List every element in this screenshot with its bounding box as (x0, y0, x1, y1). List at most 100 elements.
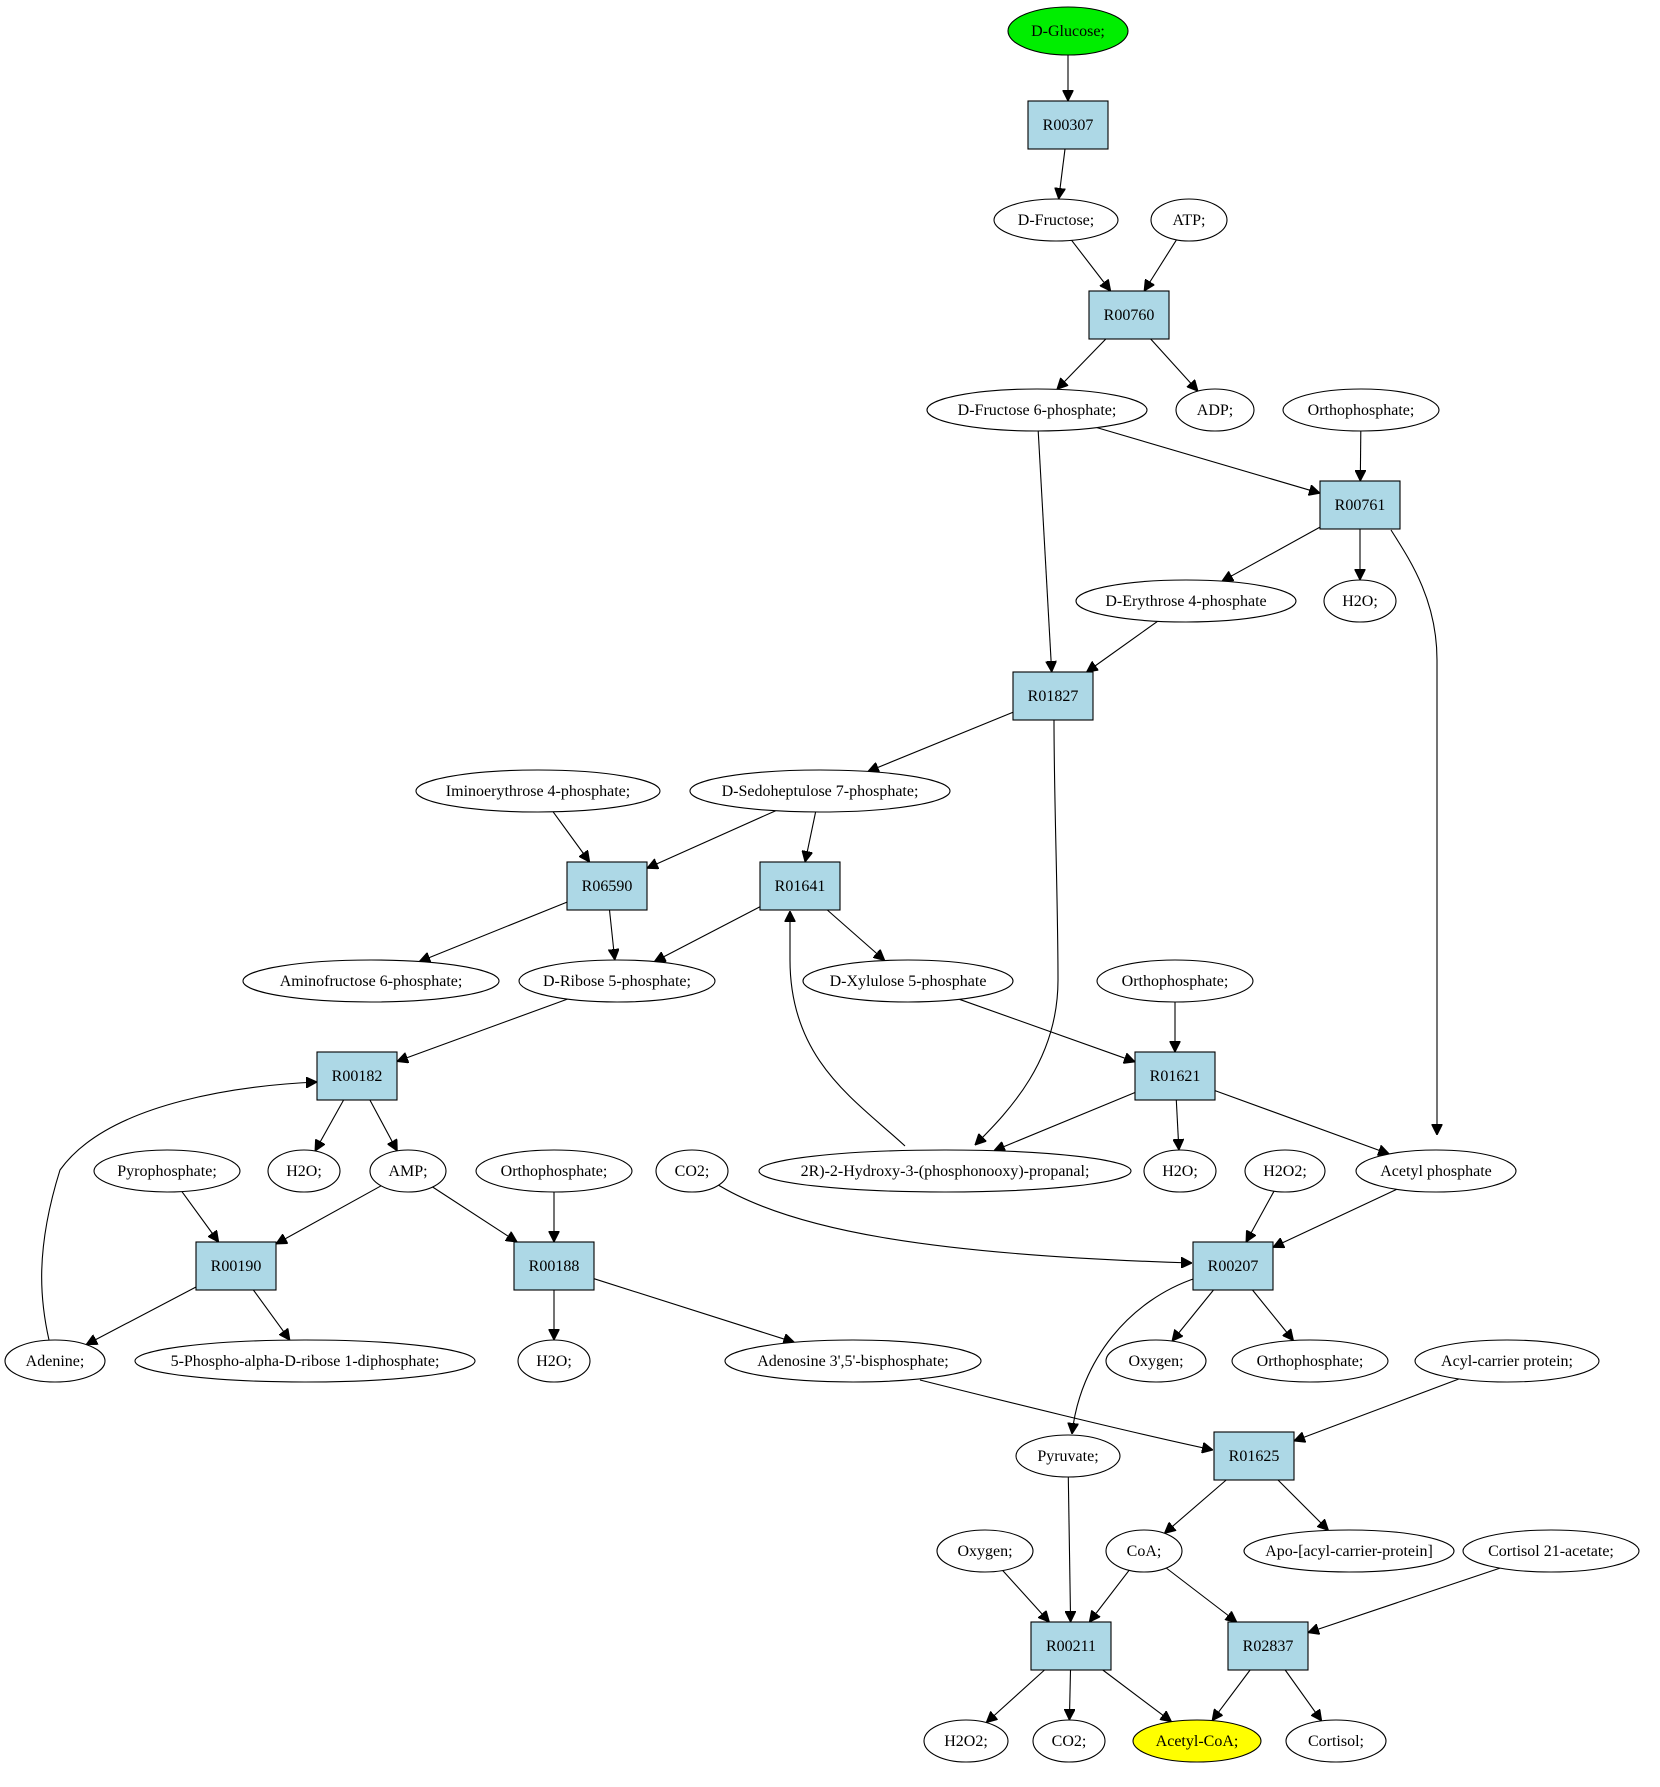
node-label: H2O; (1162, 1163, 1198, 1180)
compound-node-h2o_3: H2O; (1143, 1149, 1217, 1193)
reaction-box (195, 1241, 277, 1291)
compound-ellipse (1244, 1149, 1326, 1193)
node-label: Orthophosphate; (501, 1163, 608, 1180)
edge-r00211-to-co2_2 (1069, 1669, 1070, 1720)
reaction-box (1192, 1241, 1274, 1291)
compound-node-prpp: 5-Phospho-alpha-D-ribose 1-diphosphate; (134, 1339, 476, 1383)
reaction-node-r00761: R00761 (1319, 480, 1401, 530)
node-label: R01625 (1229, 1448, 1280, 1465)
compound-ellipse (936, 1529, 1034, 1573)
node-label: CoA; (1127, 1543, 1162, 1560)
reaction-box (513, 1241, 595, 1291)
reaction-box (1012, 671, 1094, 721)
reaction-box (1027, 100, 1109, 150)
compound-node-ortho4: Orthophosphate; (1231, 1339, 1389, 1383)
node-label: R02837 (1243, 1638, 1294, 1655)
edge-adenine-to-r00182 (41, 1082, 317, 1341)
compound-ellipse (802, 959, 1014, 1003)
compound-node-h2o2_2: H2O2; (923, 1719, 1009, 1763)
edge-s7p-to-r06590 (647, 810, 776, 869)
edge-ortho1-to-r00761 (1360, 430, 1361, 481)
compound-node-apoacp: Apo-[acyl-carrier-protein] (1243, 1529, 1455, 1573)
node-label: CO2; (1052, 1733, 1087, 1750)
edge-r01621-to-g3p (994, 1091, 1136, 1151)
compound-ellipse (1323, 579, 1397, 623)
compound-ellipse (655, 1149, 729, 1193)
edge-r00182-to-h2o_2 (315, 1099, 345, 1151)
reaction-node-r00207: R00207 (1192, 1241, 1274, 1291)
node-label: H2O2; (944, 1733, 988, 1750)
nodes-layer: D-Glucose;R00307D-Fructose;ATP;R00760D-F… (4, 6, 1640, 1763)
compound-node-amp: AMP; (369, 1149, 447, 1193)
reaction-node-r00188: R00188 (513, 1241, 595, 1291)
compound-node-pap: Adenosine 3',5'-bisphosphate; (724, 1339, 982, 1383)
compound-ellipse (1175, 388, 1255, 432)
edge-fructose-to-r00760 (1071, 239, 1111, 291)
node-label: R01641 (775, 878, 826, 895)
compound-node-cortisol: Cortisol; (1285, 1719, 1387, 1763)
compound-ellipse (1105, 1339, 1207, 1383)
node-label: Oxygen; (1128, 1353, 1183, 1370)
edge-r00760-to-adp (1150, 338, 1198, 391)
compound-node-aminof6p: Aminofructose 6-phosphate; (242, 959, 500, 1003)
edge-e4p-to-r01827 (1087, 620, 1158, 672)
edge-r00211-to-h2o2_2 (986, 1669, 1045, 1723)
reaction-box (759, 861, 841, 911)
node-label: Cortisol; (1308, 1733, 1364, 1750)
node-label: R00182 (332, 1068, 383, 1085)
node-label: D-Fructose; (1018, 212, 1094, 229)
compound-node-glucose: D-Glucose; (1007, 6, 1129, 56)
edge-amp-to-r00188 (432, 1186, 517, 1242)
compound-node-oxygen2: Oxygen; (936, 1529, 1034, 1573)
node-label: Aminofructose 6-phosphate; (280, 973, 463, 990)
edge-imino-to-r06590 (552, 811, 590, 862)
node-label: R06590 (582, 878, 633, 895)
compound-ellipse (1285, 1719, 1387, 1763)
node-label: R00211 (1046, 1638, 1096, 1655)
compound-node-co2_2: CO2; (1032, 1719, 1106, 1763)
node-label: AMP; (388, 1163, 427, 1180)
edge-r00207-to-ortho4 (1252, 1289, 1294, 1341)
node-label: Cortisol 21-acetate; (1488, 1543, 1614, 1560)
compound-node-pyruvate: Pyruvate; (1015, 1434, 1121, 1478)
node-label: D-Sedoheptulose 7-phosphate; (722, 783, 919, 800)
compound-ellipse (518, 959, 716, 1003)
node-label: Iminoerythrose 4-phosphate; (446, 783, 630, 800)
node-label: 5-Phospho-alpha-D-ribose 1-diphosphate; (171, 1353, 440, 1370)
node-label: CO2; (675, 1163, 710, 1180)
edge-r00761-to-acetylp (1390, 529, 1437, 1135)
node-label: H2O; (286, 1163, 322, 1180)
compound-ellipse (1143, 1149, 1217, 1193)
compound-ellipse (1150, 198, 1228, 242)
node-label: R00190 (211, 1258, 262, 1275)
node-label: Acetyl-CoA; (1156, 1733, 1239, 1750)
edge-h2o2_1-to-r00207 (1246, 1190, 1275, 1242)
compound-ellipse (1132, 1719, 1262, 1763)
compound-node-imino: Iminoerythrose 4-phosphate; (415, 769, 661, 813)
compound-node-fructose: D-Fructose; (993, 198, 1119, 242)
compound-node-co2_1: CO2; (655, 1149, 729, 1193)
compound-ellipse (1243, 1529, 1455, 1573)
edge-acp-to-r01625 (1294, 1378, 1460, 1441)
edge-r00760-to-f6p (1057, 338, 1107, 389)
node-label: ATP; (1173, 212, 1206, 229)
edge-atp-to-r00760 (1144, 239, 1177, 291)
node-label: D-Fructose 6-phosphate; (958, 402, 1117, 419)
edge-acetylp-to-r00207 (1273, 1188, 1398, 1247)
compound-node-acp: Acyl-carrier protein; (1414, 1339, 1600, 1383)
edge-r01641-to-x5p (826, 909, 884, 961)
edge-r00190-to-adenine (86, 1286, 197, 1345)
compound-node-acetylp: Acetyl phosphate (1355, 1149, 1517, 1193)
compound-node-ppi: Pyrophosphate; (93, 1149, 241, 1193)
reaction-node-r01621: R01621 (1134, 1051, 1216, 1101)
node-label: R01827 (1028, 688, 1079, 705)
reaction-node-r06590: R06590 (566, 861, 648, 911)
compound-ellipse (1032, 1719, 1106, 1763)
node-label: Orthophosphate; (1257, 1353, 1364, 1370)
reaction-node-r00760: R00760 (1088, 290, 1170, 340)
compound-ellipse (242, 959, 500, 1003)
reaction-box (1227, 1621, 1309, 1671)
reaction-box (1030, 1621, 1112, 1671)
edge-g3p-to-r01641 (790, 911, 906, 1147)
